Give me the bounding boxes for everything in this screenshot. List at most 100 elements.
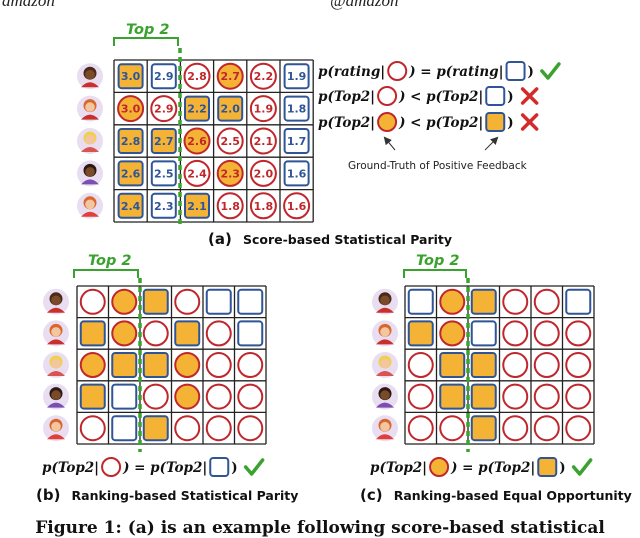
item-score: 2.7 xyxy=(220,70,240,83)
top2-label: Top 2 xyxy=(416,253,460,269)
item-score: 1.9 xyxy=(287,70,307,83)
avatar-icon xyxy=(77,95,103,122)
formula-left-text: p(Top2| xyxy=(318,115,375,131)
formula-left-text: p(Top2| xyxy=(318,89,375,105)
circle-symbol xyxy=(387,61,408,81)
item-square xyxy=(111,383,138,410)
item-square xyxy=(117,128,144,154)
square-symbol xyxy=(485,86,506,106)
avatar-icon xyxy=(43,352,69,378)
item-circle xyxy=(565,415,592,442)
panel-b-avatars xyxy=(43,288,69,442)
item-circle xyxy=(216,127,244,155)
avatar-icon xyxy=(372,288,398,315)
annotation-arrow xyxy=(383,136,396,151)
avatar-icon xyxy=(77,192,103,219)
formula-mid-text: ) = p(Top2| xyxy=(450,460,535,476)
item-square xyxy=(184,192,210,219)
item-score: 2.5 xyxy=(154,167,174,180)
item-square xyxy=(470,288,497,315)
square-symbol xyxy=(537,457,558,477)
top2-bracket xyxy=(73,269,139,278)
item-circle xyxy=(439,288,466,315)
formula-mid-text: ) < p(Top2| xyxy=(398,89,483,105)
item-score: 2.0 xyxy=(220,103,240,116)
item-square xyxy=(565,288,592,315)
formula: p(Top2|) < p(Top2|) xyxy=(318,112,539,132)
formula-left-text: p(Top2| xyxy=(370,460,427,476)
item-circle xyxy=(79,352,106,378)
panel-b-formula: p(Top2|) = p(Top2|) xyxy=(42,457,265,477)
check-icon xyxy=(540,62,561,80)
panel-c-grid xyxy=(404,285,595,445)
item-circle xyxy=(205,415,232,442)
circle-symbol xyxy=(377,86,398,106)
item-square xyxy=(237,320,264,347)
panel-a-formulas: p(rating|) = p(rating|) p(Top2| ) < p(Top2… xyxy=(318,61,561,132)
item-score: 2.5 xyxy=(220,135,240,148)
item-score: 2.1 xyxy=(187,200,207,213)
item-circle xyxy=(174,352,201,378)
item-square xyxy=(470,320,497,347)
item-circle xyxy=(249,159,277,187)
item-square xyxy=(117,63,144,90)
item-circle xyxy=(205,383,232,410)
item-circle xyxy=(183,127,211,155)
item-square xyxy=(184,95,210,122)
item-circle xyxy=(502,352,529,378)
panel-c: Top 2 p(Top2|) = p(Top2|) (c) Ranking-ba… xyxy=(360,253,632,504)
formula-end-text: ) xyxy=(528,64,534,80)
circle-symbol xyxy=(429,457,450,477)
item-circle xyxy=(502,288,529,315)
item-score: 2.8 xyxy=(121,135,141,148)
header-left-text: amazon xyxy=(2,0,55,10)
item-circle xyxy=(79,288,106,315)
item-score: 2.6 xyxy=(121,167,141,180)
item-score: 2.4 xyxy=(121,200,141,213)
formula-end-text: ) xyxy=(559,460,565,476)
item-square xyxy=(470,383,497,410)
avatar-icon xyxy=(77,160,103,187)
formula-mid-text: ) = p(rating| xyxy=(408,64,503,80)
item-circle xyxy=(237,352,264,378)
item-circle xyxy=(565,352,592,378)
panel-b: Top 2 p(Top2|) = p(Top2|) (b) Ranking-ba… xyxy=(36,253,298,504)
item-square xyxy=(217,95,244,122)
panel-b-grid xyxy=(76,285,267,445)
top2-bracket xyxy=(113,37,179,46)
item-circle xyxy=(174,383,201,410)
item-circle xyxy=(249,192,277,220)
item-square xyxy=(150,128,177,154)
formula-left-text: p(Top2| xyxy=(42,460,99,476)
panel-c-caption-text: Ranking-based Equal Opportunity xyxy=(394,488,632,503)
formula: p(rating|) = p(rating|) xyxy=(318,61,561,81)
item-score: 2.7 xyxy=(154,135,174,148)
item-square xyxy=(142,352,169,378)
item-circle xyxy=(183,159,211,187)
top2-label: Top 2 xyxy=(88,253,132,269)
item-score: 1.9 xyxy=(254,103,274,116)
item-score: 2.8 xyxy=(187,70,207,83)
avatar-icon xyxy=(372,383,398,410)
item-score: 3.0 xyxy=(121,70,141,83)
item-circle xyxy=(439,415,466,442)
item-circle xyxy=(565,320,592,347)
item-circle xyxy=(237,415,264,442)
formula-mid-text: ) = p(Top2| xyxy=(122,460,207,476)
circle-symbol xyxy=(377,112,398,132)
item-circle xyxy=(502,320,529,347)
cross-icon xyxy=(520,87,539,105)
circle-symbol xyxy=(101,457,122,477)
annotation-arrow xyxy=(484,136,499,151)
item-square xyxy=(150,160,177,187)
formula-mid-text: ) < p(Top2| xyxy=(398,115,483,131)
item-score: 2.4 xyxy=(187,167,207,180)
item-square xyxy=(283,63,310,90)
item-circle xyxy=(249,62,277,90)
item-circle xyxy=(533,383,560,410)
panel-b-caption: (b) Ranking-based Statistical Parity xyxy=(36,485,298,504)
item-square xyxy=(439,383,466,410)
item-score: 3.0 xyxy=(121,103,141,116)
